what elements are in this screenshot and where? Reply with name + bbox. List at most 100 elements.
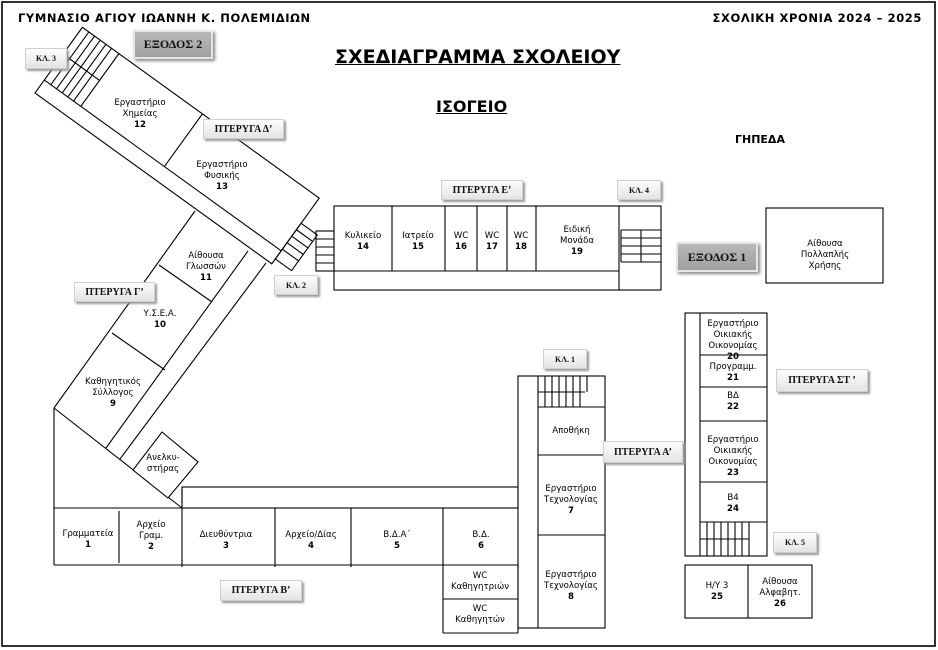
- room-name: Υ.Σ.Ε.Α.: [143, 309, 177, 319]
- room-number: 25: [711, 592, 723, 602]
- room-number: 22: [727, 402, 739, 412]
- room-number: 17: [486, 242, 498, 252]
- sports-fields-label: ΓΗΠΕΔΑ: [735, 133, 785, 146]
- school-name: ΓΥΜΝΑΣΙΟ ΑΓΙΟΥ ΙΩΑΝΝΗ Κ. ΠΟΛΕΜΙΔΙΩΝ: [18, 11, 311, 25]
- wing-a-outline: [517, 375, 606, 629]
- room-name: Καθηγητικός: [85, 376, 141, 387]
- room-name: Πολλαπλής: [801, 250, 849, 260]
- room-number: 26: [774, 599, 786, 609]
- wing-d-label: ΠΤΕΡΥΓΑ Δ’: [203, 119, 284, 139]
- room-name: Εργαστήριο: [707, 435, 758, 445]
- room-name: Κυλικείο: [345, 231, 381, 241]
- room-number: 23: [727, 468, 739, 478]
- room-name: Εργαστήριο: [196, 160, 247, 170]
- room-name: Χρήσης: [809, 261, 842, 271]
- room-name: Αρχείο: [136, 520, 165, 530]
- room-name: Προγραμμ.: [709, 362, 756, 372]
- room-label: Ανελκυ-στήρας: [146, 453, 180, 474]
- room-name: Γραμ.: [139, 531, 163, 541]
- room-number: 15: [412, 242, 424, 252]
- stairs-kl1: [538, 376, 588, 407]
- room-name: Οικιακής: [714, 446, 753, 456]
- room-name: Αρχείο/Δίας: [285, 530, 337, 540]
- room-number: 4: [308, 541, 314, 551]
- elevator-shape: [132, 431, 199, 499]
- room-name: Β.Δ.: [472, 530, 489, 540]
- room-name: Οικιακής: [714, 330, 753, 340]
- exit-1-label: ΕΞΟΔΟΣ 1: [676, 242, 758, 272]
- wing-a-label: ΠΤΕΡΥΓΑ Α’: [603, 441, 683, 463]
- room-label: Β.Δ.6: [472, 530, 489, 551]
- stairs-wing-e-left: [315, 230, 335, 272]
- room-name: Β4: [727, 493, 738, 503]
- room-number: 12: [134, 120, 146, 130]
- room-name: Φυσικής: [204, 171, 240, 181]
- room-name: Οικονομίας: [708, 457, 757, 467]
- room-name: Β.Δ.Α΄: [383, 529, 410, 540]
- room-number: 20: [727, 352, 739, 362]
- room-number: 10: [154, 320, 166, 330]
- wing-e-outline: [315, 205, 662, 291]
- room-number: 7: [568, 506, 574, 516]
- room-name: Ιατρείο: [402, 231, 434, 241]
- stairs-kl5: [700, 522, 750, 556]
- room-name: WC: [473, 604, 488, 614]
- room-number: 19: [571, 247, 583, 257]
- room-name: Τεχνολογίας: [543, 495, 598, 505]
- room-name: WC: [514, 231, 529, 241]
- room-name: Καθηγητών: [455, 614, 505, 625]
- room-number: 5: [394, 541, 400, 551]
- room-number: 14: [357, 242, 369, 252]
- stair-1-label: ΚΛ. 1: [543, 349, 587, 369]
- room-name: ΒΔ: [727, 391, 739, 401]
- room-name: Εργαστήριο: [114, 98, 165, 108]
- stairs-kl2: [274, 222, 319, 272]
- room-number: 11: [200, 273, 212, 283]
- room-name: Η/Υ 3: [706, 581, 729, 591]
- room-number: 6: [478, 541, 484, 551]
- room-name: Αίθουσα: [762, 577, 798, 587]
- room-name: Διευθύντρια: [200, 529, 253, 540]
- floor-title: ΙΣΟΓΕΙΟ: [436, 97, 508, 116]
- room-name: Αποθήκη: [552, 426, 590, 436]
- room-number: 16: [455, 242, 467, 252]
- stair-4-label: ΚΛ. 4: [617, 180, 661, 200]
- room-name: Τεχνολογίας: [543, 581, 598, 591]
- room-label: Υ.Σ.Ε.Α.10: [143, 309, 177, 330]
- stairs-kl3: [50, 31, 113, 102]
- wing-c-outline: [53, 210, 267, 509]
- page-title: ΣΧΕΔΙΑΓΡΑΜΜΑ ΣΧΟΛΕΙΟΥ: [335, 46, 621, 68]
- room-name: Αίθουσα: [807, 239, 843, 249]
- room-name: WC: [485, 231, 500, 241]
- multipurpose-hall-outline: [765, 207, 884, 284]
- room-name: Εργαστήριο: [545, 484, 596, 494]
- room-number: 9: [110, 399, 116, 409]
- room-number: 8: [568, 592, 574, 602]
- room-name: WC: [454, 231, 469, 241]
- room-number: 21: [727, 373, 739, 383]
- stair-2-label: ΚΛ. 2: [274, 275, 318, 295]
- room-name: Σύλλογος: [92, 387, 133, 398]
- room-name: Χημείας: [122, 109, 157, 119]
- room-name: Καθηγητριών: [451, 581, 509, 592]
